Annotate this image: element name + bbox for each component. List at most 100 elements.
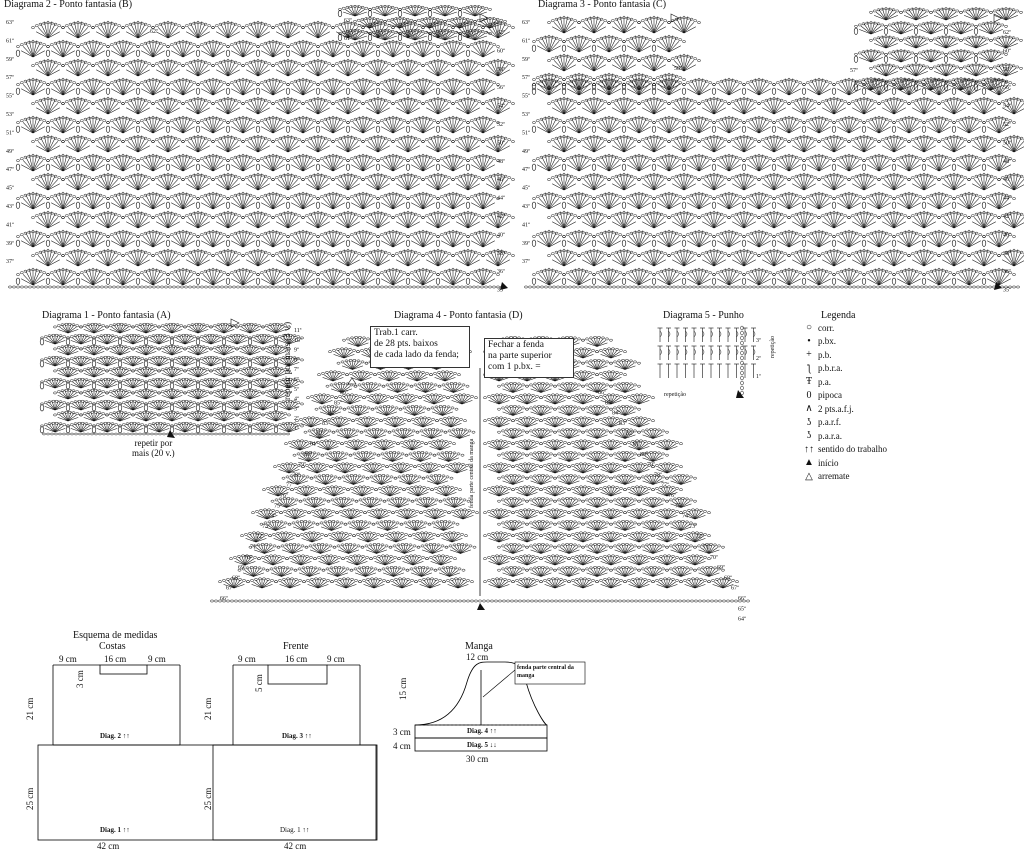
diagram-4-row-left: 80ª [304,452,312,458]
diagram-4-row-left: 81ª [310,442,318,448]
diagram-3-row-left: 45ª [522,186,530,192]
diagram-3-chart: 63ª61ª59ª57ª55ª53ª51ª49ª47ª45ª43ª41ª39ª3… [516,0,1021,300]
diagram-3-row-left: 57ª [522,75,530,81]
legend-symbol-icon: ↑↑ [803,444,815,455]
diagram-4-row-right: 65ª [738,606,746,612]
diagram-4-note-right: Fechar a fenda na parte superior com 1 p… [484,338,574,378]
schematic-costas-title2: Costas [99,641,126,652]
diagram-2-row-right: 46ª [497,177,505,183]
diagram-5-row: 2ª [756,356,761,362]
schematic-costas-title1: Esquema de medidas [73,630,157,641]
frente-dim-width: 42 cm [284,841,306,851]
diagram-2-row-left: 51ª [6,130,14,136]
diagram-4-row-right: 73ª [689,524,697,530]
diagram-3-row-left: 51ª [522,130,530,136]
diagram-4-base-chain [210,600,749,602]
diagram-2-row-left: 63ª [6,20,14,26]
diagram-2-row-left: 45ª [6,186,14,192]
diagram-2-row-left: 41ª [6,222,14,228]
diagram-2-row-left: 39ª [6,241,14,247]
legend-symbol-icon: ○ [803,322,815,333]
diagram-2-row-right: 48ª [497,159,505,165]
schematic-manga-title: Manga [465,641,493,652]
legend-label: 2 pts.a.f.j. [818,404,854,414]
diagram-3-row-right: 52ª [1003,122,1011,128]
diagram-4-row-left: 74ª [268,514,276,520]
manga-band2-label: Diag. 5 ↓↓ [467,741,497,749]
diagram-2-top-stitches [338,5,506,41]
legend-label: início [818,458,839,468]
frente-dim-top-right: 9 cm [327,654,345,664]
diagram-4-row-right: 84ª [612,411,620,417]
diagram-4-row-right: 82ª [626,431,634,437]
diagram-3-right-stitches [854,7,1022,90]
frente-dim-upper: 21 cm [203,698,213,720]
diagram-3-row-right: 50ª [1003,140,1011,146]
diagram-2-row-left: 57ª [6,75,14,81]
diagram-3-row-mid: 58ª [674,66,682,72]
diagram-2-row-right: 44ª [497,196,505,202]
diagram-4-row-left: 79ª [298,462,306,468]
diagram-2-row-right: 56ª [497,85,505,91]
diagram-3-row-extra: 57ª [850,68,858,74]
legend-symbol-icon: ∧ [803,403,815,414]
diagram-4-row-right: 74ª [682,514,690,520]
manga-dim-width: 30 cm [466,754,488,764]
frente-dim-lower: 25 cm [203,788,213,810]
diagram-3-row-right: 48ª [1003,159,1011,165]
legend-title: Legenda [821,310,855,321]
legend-item: ∧2 pts.a.f.j. [803,403,854,414]
diagram-4-row-left: 85ª [334,400,342,406]
diagram-4-row-left: 69ª [238,565,246,571]
diagram-2-row-left: 49ª [6,149,14,155]
diagram-4-row-left: 70ª [244,555,252,561]
diagram-4-row-left: 67ª [226,586,234,592]
diagram-2-row-right: 38ª [497,251,505,257]
legend-label: p.a. [818,377,831,387]
diagram-4-row-right: 80ª [640,452,648,458]
diagram-3-row-left: 37ª [522,259,530,265]
diagram-3-row-left: 47ª [522,167,530,173]
legend-symbol-icon: △ [803,471,815,482]
diagram-4-row-right: 76ª [668,493,676,499]
diagram-3-row-right: 54ª [1003,104,1011,110]
diagram-2-row-right: 42ª [497,214,505,220]
legend-symbol-icon: ▲ [803,457,815,468]
diagram-4-row-right: 66ª [738,596,746,602]
diagram-4-row-left: 78ª [292,472,300,478]
manga-fenda-note: fenda parte central da manga [517,664,583,680]
diagram-4-row-right: 67ª [731,586,739,592]
diagram-3-row-right: 56ª [1003,85,1011,91]
diagram-2-row-extra: 61ª [344,36,352,42]
legend-symbol-icon: • [803,336,815,347]
diagram-5-repeat: repetição [664,392,686,398]
diagram-3-row-right: 62ª [1003,30,1011,36]
costas-dim-upper: 21 cm [25,698,35,720]
diagram-4-row-left: 71ª [250,545,258,551]
diagram-3-row-right: 46ª [1003,177,1011,183]
legend-label: sentido do trabalho [818,444,887,454]
diagram-2-row-left: 59ª [6,57,14,63]
diagram-2-row-left: 53ª [6,112,14,118]
diagram-2-row-left: 43ª [6,204,14,210]
diagram-2-row-left: 55ª [6,94,14,100]
diagram-2-base-chain [8,286,503,288]
legend-symbol-icon: ʖ [803,417,815,428]
legend-label: p.a.r.f. [818,417,841,427]
diagram-2-row-left: 61ª [6,38,14,44]
manga-dim-cap: 15 cm [398,678,408,700]
diagram-4-row-right: 75ª [675,503,683,509]
diagram-2-row-left: 47ª [6,167,14,173]
diagram-2-row-extra: 63ª [344,18,352,24]
diagram-3-row-left: 53ª [522,112,530,118]
diagram-3-row-right: 58ª [1003,67,1011,73]
diagram-3-stitches [532,78,1024,285]
schematic-costas [20,652,220,852]
diagram-4-row-left: 72ª [256,534,264,540]
legend-symbol-icon: + [803,349,815,360]
diagram-4-row-right: 77ª [661,483,669,489]
diagram-2-chart: 63ª 61ª 59ª 57ª 55ª 53ª 51ª 49ª 47ª 45ª 43ª 41ª 39ª 3… [0,0,520,300]
manga-dim-top: 12 cm [466,652,488,662]
